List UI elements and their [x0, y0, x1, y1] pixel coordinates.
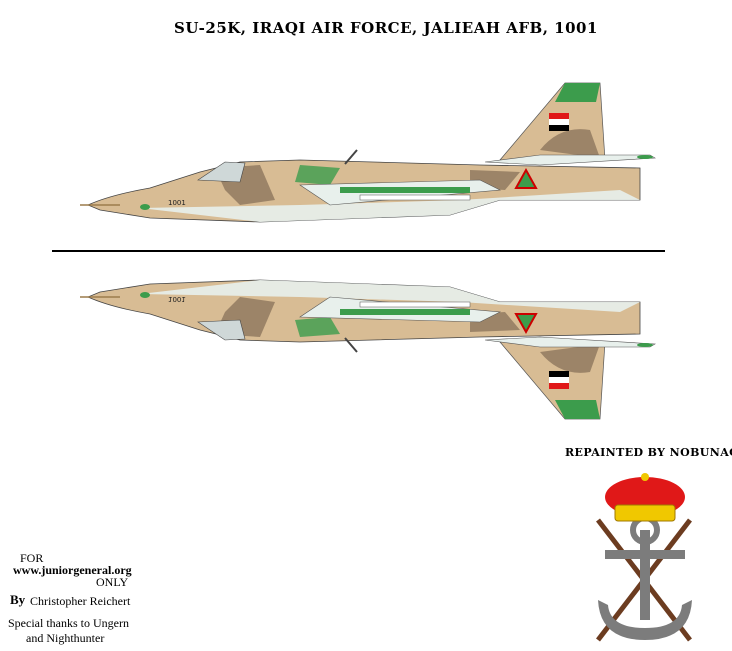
credit-only: ONLY [96, 575, 129, 589]
credit-thanks-2: and Nighthunter [26, 631, 105, 645]
credit-author: Christopher Reichert [30, 594, 131, 608]
credit-thanks-1: Special thanks to Ungern [8, 616, 129, 630]
repainted-by-label: REPAINTED BY NOBUNAGA [565, 446, 732, 459]
credit-for: FOR [20, 551, 44, 565]
page-title: SU-25K, IRAQI AIR FORCE, JALIEAH AFB, 10… [174, 19, 598, 37]
aircraft-side-view-top [79, 82, 656, 223]
naval-crown-anchor-emblem [596, 473, 692, 642]
aircraft-side-view-bottom [79, 279, 656, 420]
credit-site-link[interactable]: www.juniorgeneral.org [13, 563, 132, 577]
credit-by: By [10, 592, 26, 607]
